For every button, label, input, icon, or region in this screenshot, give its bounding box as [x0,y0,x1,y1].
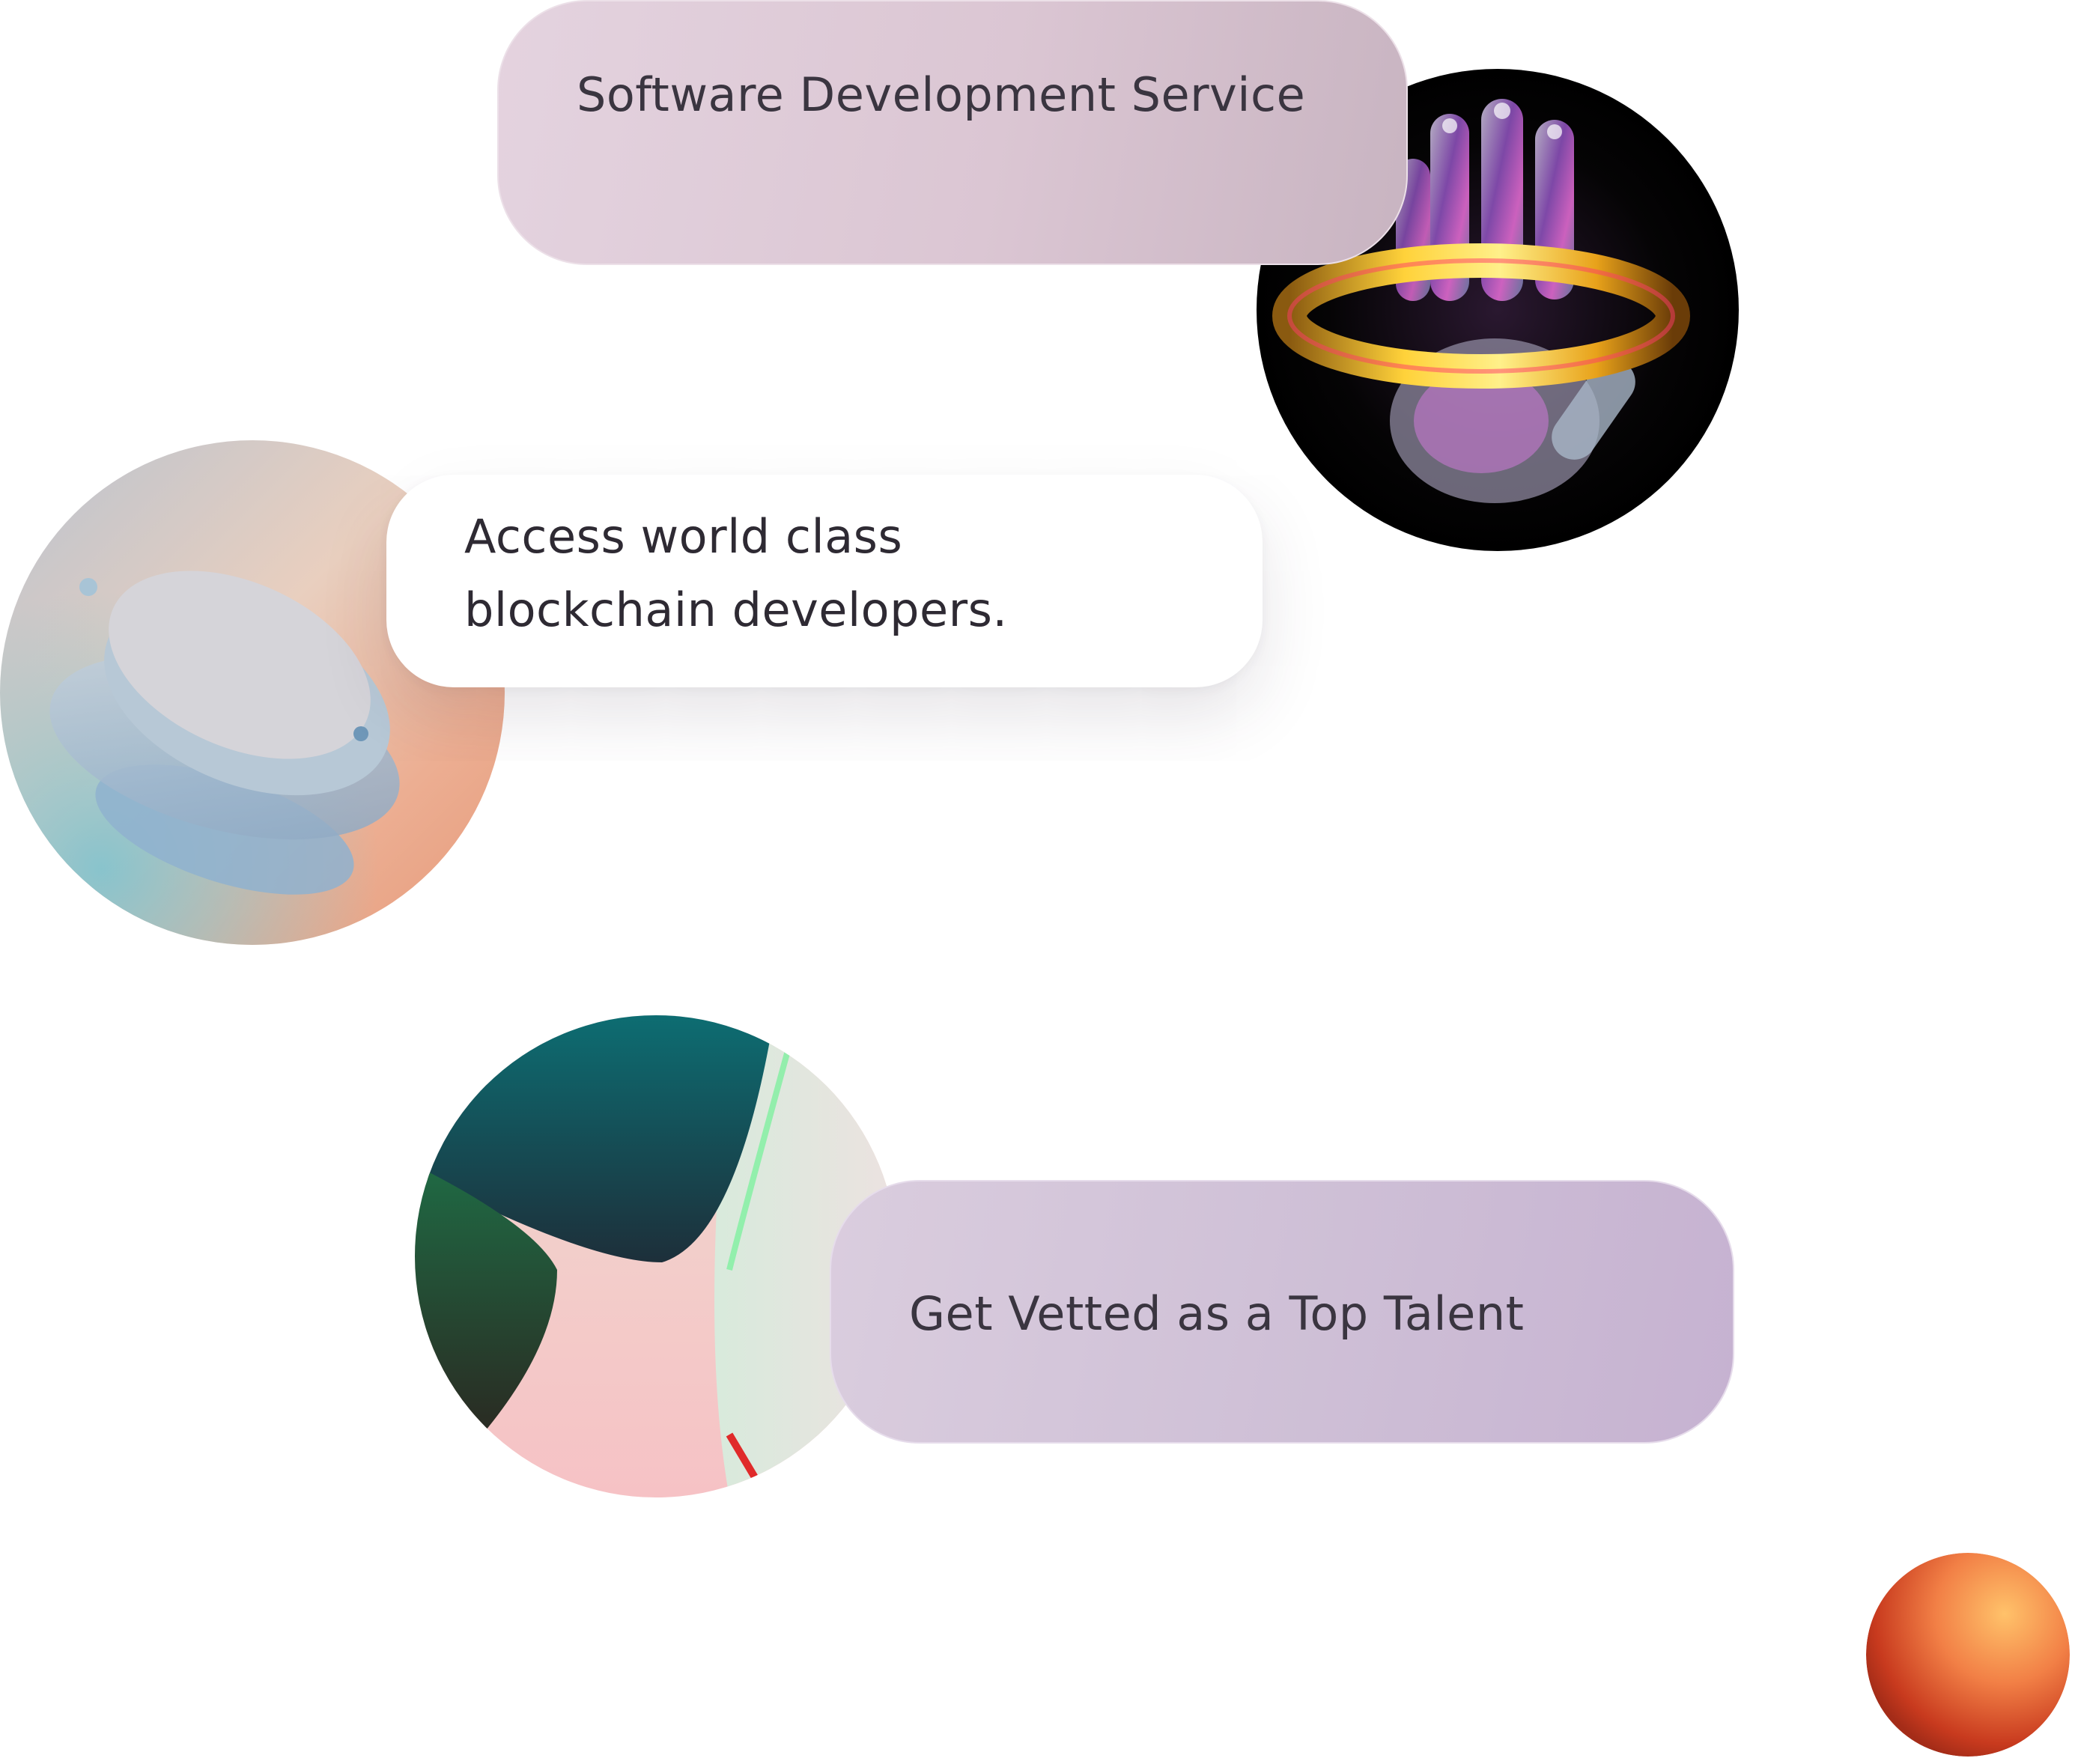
access-card-line-2: blockchain developers. [464,583,1008,637]
top-talent-card[interactable]: Get Vetted as a Top Talent [830,1180,1734,1444]
abstract-shapes-icon [415,1015,897,1497]
glass-hand-icon [1257,69,1739,551]
service-card[interactable]: Software Development Service [497,0,1408,265]
orange-sphere-icon [1866,1553,2070,1757]
access-developers-card[interactable]: Access world class blockchain developers… [386,475,1263,687]
floating-discs-icon [0,440,505,945]
talent-card-label: Get Vetted as a Top Talent [909,1286,1525,1341]
access-card-line-1: Access world class [464,509,903,564]
service-card-label: Software Development Service [577,67,1306,122]
